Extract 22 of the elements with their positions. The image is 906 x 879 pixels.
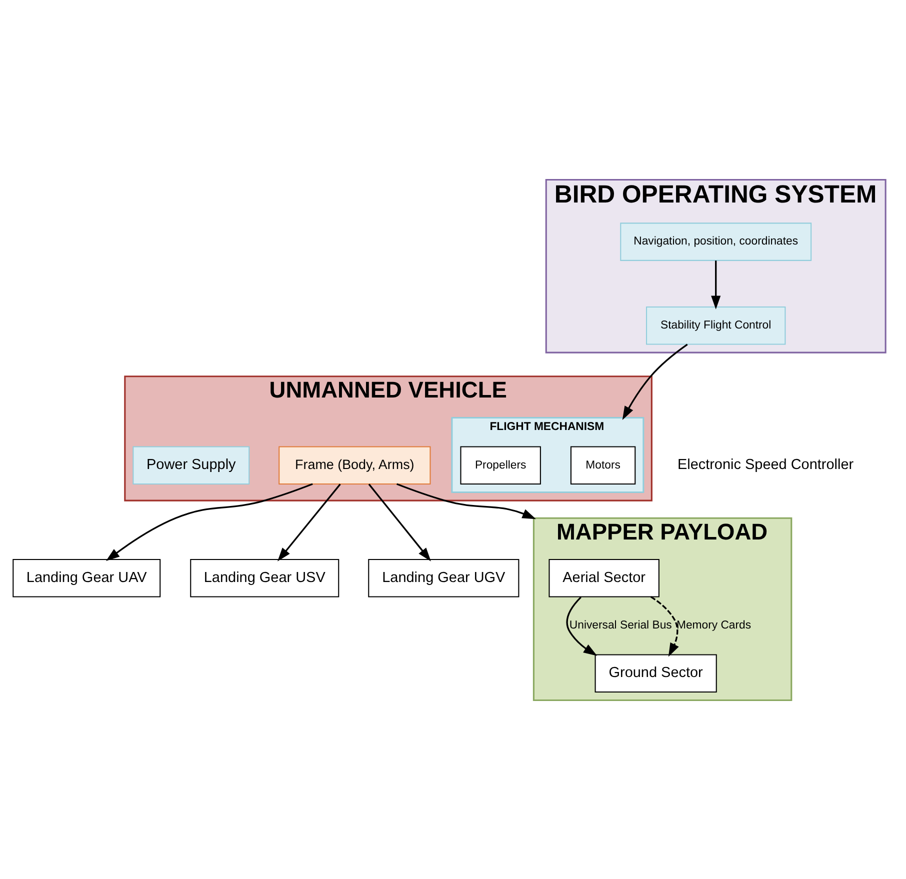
arrow [566,596,597,656]
arrow [276,483,340,561]
node-box: Ground Sector [594,654,716,692]
node-box: Aerial Sector [548,558,659,597]
arrow [368,483,430,561]
arrow [396,482,536,519]
node-box: Motors [570,446,636,484]
node-box: Landing Gear UAV [12,558,160,597]
edge-label: Memory Cards [676,619,751,632]
node-box: Propellers [460,446,540,484]
label: Electronic Speed Controller [676,456,854,473]
arrow [710,260,720,309]
edge-label: Universal Serial Bus [568,619,672,632]
node-box: Landing Gear UGV [368,558,519,597]
node-box: Power Supply [132,446,250,484]
arrow [105,482,312,561]
arrow [622,343,688,420]
arrow [650,596,678,656]
node-box: Stability Flight Control [646,306,786,344]
node-box: Landing Gear USV [190,558,339,597]
node-box: Navigation, position, coordinates [620,222,812,260]
node-box: Frame (Body, Arms) [278,446,430,484]
